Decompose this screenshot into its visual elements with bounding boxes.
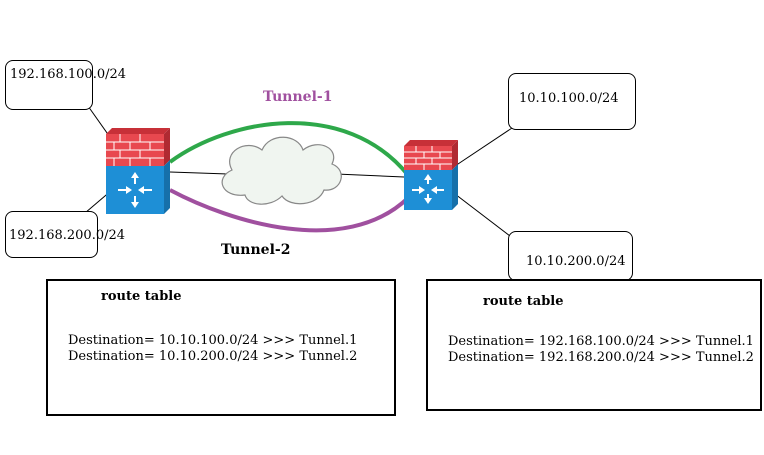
link-right-bottom	[454, 193, 511, 237]
subnet-left-top-label: 192.168.100.0/24	[10, 67, 127, 82]
subnet-left-bottom: 192.168.200.0/24	[5, 211, 125, 258]
link-right-top	[454, 127, 513, 167]
subnet-left-top: 192.168.100.0/24	[5, 60, 126, 110]
cloud-icon	[221, 136, 342, 205]
tunnel-1-path	[168, 121, 410, 177]
route-table-right-title: route table	[483, 294, 564, 309]
left-firewall-router-icon	[106, 128, 170, 214]
tunnel-2-label: Tunnel-2	[221, 242, 291, 258]
link-left-cloud	[169, 171, 229, 175]
subnet-right-bottom-label: 10.10.200.0/24	[526, 254, 626, 269]
subnet-right-bottom: 10.10.200.0/24	[508, 231, 633, 281]
tunnel-2-path	[169, 188, 410, 233]
subnet-right-top: 10.10.100.0/24	[508, 73, 636, 130]
link-right-cloud	[335, 173, 405, 178]
right-firewall-router-icon	[404, 140, 458, 210]
route-table-left-title: route table	[101, 289, 182, 304]
tunnel-1-label: Tunnel-1	[263, 89, 333, 105]
route-table-right-row-1: Destination= 192.168.100.0/24 >>> Tunnel…	[448, 334, 754, 349]
route-table-right: route table Destination= 192.168.100.0/2…	[426, 279, 762, 411]
subnet-left-bottom-label: 192.168.200.0/24	[9, 228, 126, 243]
route-table-left: route table Destination= 10.10.100.0/24 …	[46, 279, 396, 416]
route-table-left-row-1: Destination= 10.10.100.0/24 >>> Tunnel.1	[68, 333, 358, 348]
route-table-left-row-2: Destination= 10.10.200.0/24 >>> Tunnel.2	[68, 349, 358, 364]
route-table-right-row-2: Destination= 192.168.200.0/24 >>> Tunnel…	[448, 350, 754, 365]
subnet-right-top-label: 10.10.100.0/24	[519, 91, 619, 106]
